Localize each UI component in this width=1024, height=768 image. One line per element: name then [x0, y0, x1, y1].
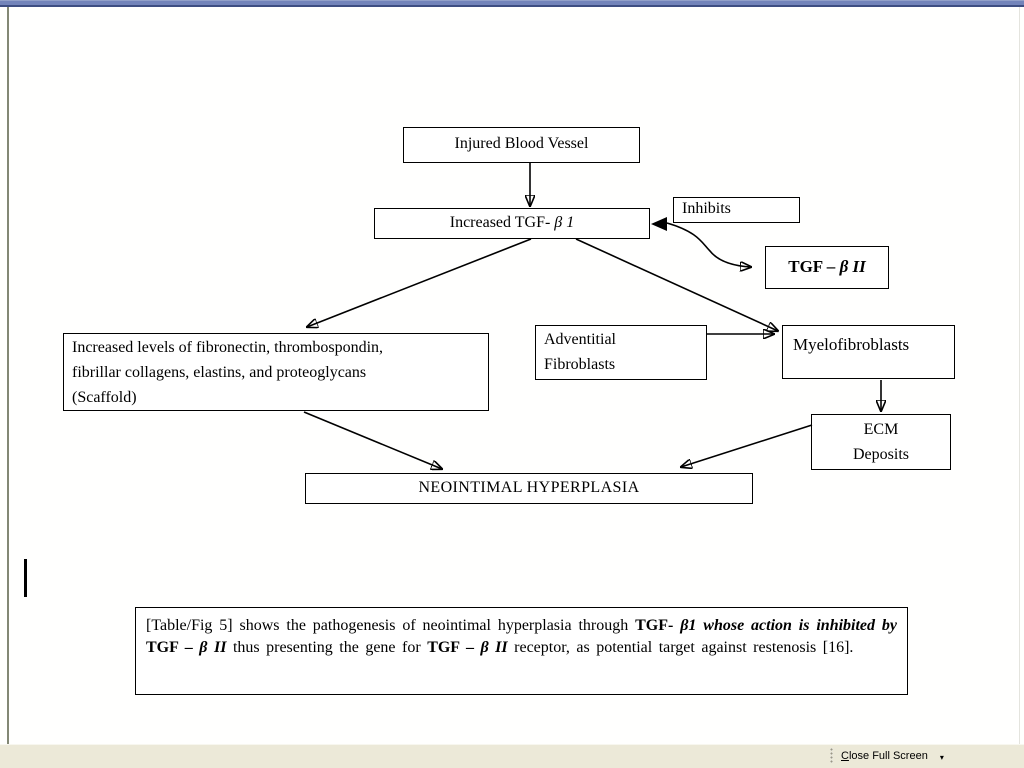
node-scaffold-proteins[interactable]: Increased levels of fibronectin, thrombo… [63, 333, 489, 411]
page-right-edge [1019, 7, 1020, 744]
node-myelofibroblasts[interactable]: Myelofibroblasts [782, 325, 955, 379]
close-button-label: lose Full Screen [848, 750, 928, 762]
figure-caption-box[interactable]: [Table/Fig 5] shows the pathogenesis of … [135, 607, 908, 695]
full-screen-toolbar: Close Full Screen ▾ [0, 744, 1024, 768]
close-full-screen-button[interactable]: Close Full Screen ▾ [841, 750, 944, 762]
node-ecm-deposits[interactable]: ECM Deposits [811, 414, 951, 470]
node-tgf-b2[interactable]: TGF – β II [765, 246, 889, 289]
toolbar-options-chevron-icon[interactable]: ▾ [939, 753, 944, 762]
window-top-bar [0, 0, 1024, 7]
node-neointimal-hyperplasia[interactable]: NEOINTIMAL HYPERPLASIA [305, 473, 753, 504]
node-increased-tgf-b1[interactable]: Increased TGF- β 1 [374, 208, 650, 239]
close-button-label-accel: C [841, 750, 849, 762]
node-injured-blood-vessel[interactable]: Injured Blood Vessel [403, 127, 640, 163]
node-adventitial-fibroblasts[interactable]: Adventitial Fibroblasts [535, 325, 707, 380]
page-left-edge [7, 7, 9, 744]
toolbar-drag-handle[interactable] [830, 748, 834, 764]
text-cursor-caret [24, 559, 27, 597]
node-inhibits[interactable]: Inhibits [673, 197, 800, 223]
